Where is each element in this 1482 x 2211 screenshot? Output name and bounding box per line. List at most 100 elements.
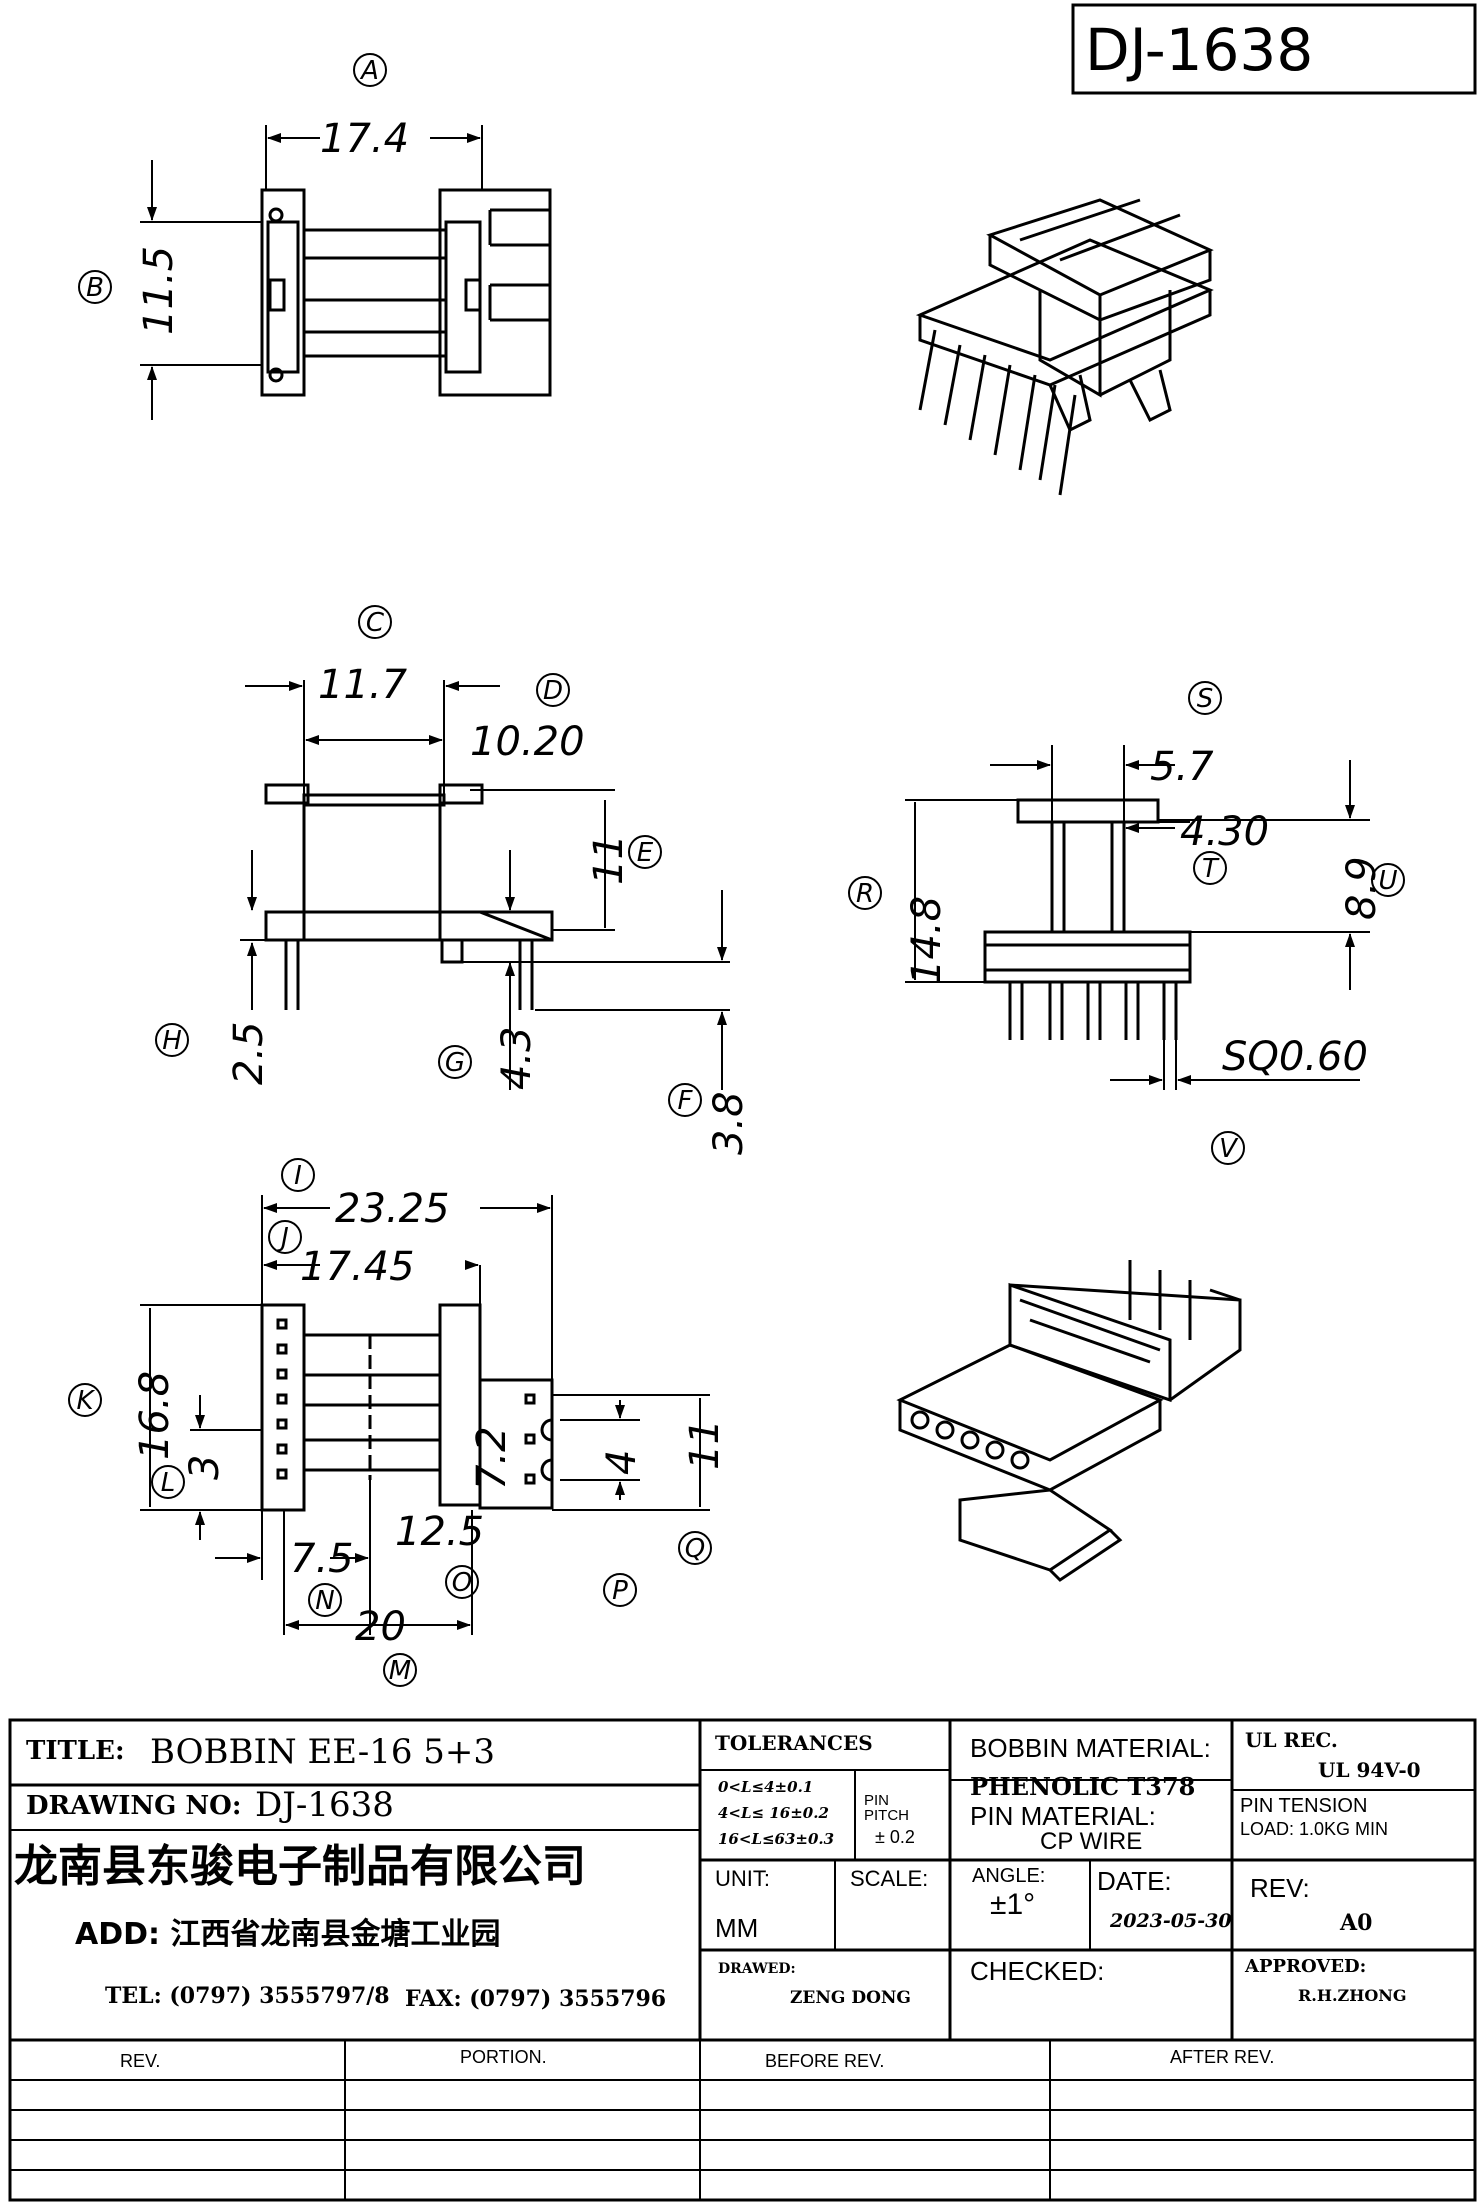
callout-circle-l <box>151 1465 185 1499</box>
title-value: BOBBIN EE-16 5+3 <box>150 1732 496 1772</box>
drawing-number: DJ-1638 <box>1085 16 1313 84</box>
rev-header-portion: PORTION. <box>460 2047 547 2067</box>
rev-header-before: BEFORE REV. <box>765 2051 885 2071</box>
pin-tension-load: LOAD: 1.0KG MIN <box>1240 1819 1389 1839</box>
drawing-no-label: DRAWING NO: <box>26 1791 242 1821</box>
callout-n: N <box>315 1586 334 1616</box>
callout-circle-c <box>358 605 392 639</box>
dim-I: 23.25 <box>335 1186 450 1232</box>
callout-s: S <box>1197 684 1214 714</box>
callout-q: Q <box>685 1534 705 1564</box>
callout-circle-e <box>628 835 662 869</box>
callout-circle-v <box>1211 1131 1245 1165</box>
callout-h: H <box>162 1026 182 1056</box>
ul-rec-value: UL 94V-0 <box>1318 1758 1421 1782</box>
callout-u: U <box>1378 866 1397 896</box>
callout-b: B <box>86 273 104 303</box>
callout-circle-p <box>603 1573 637 1607</box>
title-label: TITLE: <box>26 1736 125 1766</box>
dim-G: 4.3 <box>494 1026 540 1090</box>
date-label: DATE: <box>1097 1866 1172 1896</box>
callout-circle-o <box>445 1565 479 1599</box>
dim-L: 3 <box>182 1455 228 1480</box>
title-block-frame <box>8 1718 1477 2202</box>
dim-S: 5.7 <box>1150 744 1214 790</box>
callout-t: T <box>1202 854 1220 884</box>
front-view-dims <box>240 680 730 1090</box>
dim-K: 16.8 <box>132 1371 178 1460</box>
callout-circle-d <box>536 673 570 707</box>
bottom-view-dims <box>140 1195 710 1635</box>
company-tel: TEL: (0797) 3555797/8 <box>105 1983 390 2009</box>
bobbin-material-value: PHENOLIC T378 <box>970 1772 1196 1801</box>
tol-line-2: 4<L≤ 16±0.2 <box>718 1804 829 1822</box>
rev-label: REV: <box>1250 1873 1310 1903</box>
callout-i: I <box>294 1161 302 1191</box>
company-name: 龙南县东骏电子制品有限公司 <box>14 1841 586 1892</box>
pin-pitch-label: PIN PITCH <box>864 1792 909 1824</box>
callout-circle-h <box>155 1023 189 1057</box>
callout-j: J <box>276 1223 289 1253</box>
callout-circle-j <box>268 1220 302 1254</box>
dim-D: 10.20 <box>470 719 585 765</box>
checked-label: CHECKED: <box>970 1956 1105 1986</box>
drawing-no-value: DJ-1638 <box>255 1785 394 1825</box>
dim-Q: 11 <box>682 1419 728 1470</box>
callout-circle-a <box>353 53 387 87</box>
front-view <box>264 783 554 1010</box>
scale-label: SCALE: <box>850 1866 929 1891</box>
rev-header-rev: REV. <box>120 2051 161 2071</box>
callout-e: E <box>637 838 654 868</box>
dim-4: 4 <box>599 1450 645 1475</box>
approved-label: APPROVED: <box>1245 1956 1367 1977</box>
callout-c: C <box>366 608 385 638</box>
angle-value: ±1° <box>990 1888 1036 1921</box>
callout-f: F <box>678 1086 694 1116</box>
callout-o: O <box>452 1568 472 1598</box>
dim-R: 14.8 <box>904 896 950 985</box>
drawn-value: ZENG DONG <box>790 1988 911 2008</box>
dim-M: 20 <box>355 1604 406 1650</box>
bobbin-material-label: BOBBIN MATERIAL: <box>970 1733 1211 1763</box>
company-address: ADD: 江西省龙南县金塘工业园 <box>75 1917 501 1952</box>
pin-tension-label: PIN TENSION <box>1240 1795 1368 1817</box>
pin-pitch-tol: ± 0.2 <box>875 1827 915 1847</box>
dim-A: 17.4 <box>320 116 409 162</box>
pin-material-value: CP WIRE <box>1040 1828 1143 1855</box>
callout-p: P <box>612 1576 628 1606</box>
dim-7-2: 7.2 <box>469 1426 515 1490</box>
callout-circle-r <box>848 876 882 910</box>
callout-circle-u <box>1371 863 1405 897</box>
callout-circle-q <box>678 1531 712 1565</box>
callout-circle-s <box>1188 681 1222 715</box>
rev-value: A0 <box>1340 1910 1373 1936</box>
tolerances-label: TOLERANCES <box>715 1731 873 1755</box>
iso-view-top <box>915 198 1214 496</box>
callout-a: A <box>359 56 379 86</box>
callout-circle-f <box>668 1083 702 1117</box>
dim-E: 11 <box>586 834 632 885</box>
callout-circle-n <box>308 1583 342 1617</box>
tol-line-3: 16<L≤63±0.3 <box>718 1830 835 1848</box>
bottom-view <box>260 1303 554 1512</box>
callout-d: D <box>543 676 563 706</box>
dim-V: SQ0.60 <box>1222 1034 1368 1080</box>
dim-F: 3.8 <box>706 1091 752 1155</box>
callout-circle-m <box>383 1653 417 1687</box>
callout-circle-k <box>68 1383 102 1417</box>
dim-N: 7.5 <box>290 1536 354 1582</box>
callout-circle-t <box>1193 851 1227 885</box>
unit-label: UNIT: <box>715 1866 770 1891</box>
dim-H: 2.5 <box>226 1021 272 1085</box>
side-view <box>983 798 1192 1040</box>
unit-value: MM <box>715 1913 759 1943</box>
callout-v: V <box>1219 1134 1239 1164</box>
callout-circle-i <box>281 1158 315 1192</box>
dim-J: 17.45 <box>300 1244 415 1290</box>
date-value: 2023-05-30 <box>1110 1910 1232 1932</box>
callout-circle-g <box>438 1045 472 1079</box>
drawing-number-box: DJ-1638 <box>1071 3 1477 95</box>
ul-rec-label: UL REC. <box>1245 1728 1338 1752</box>
